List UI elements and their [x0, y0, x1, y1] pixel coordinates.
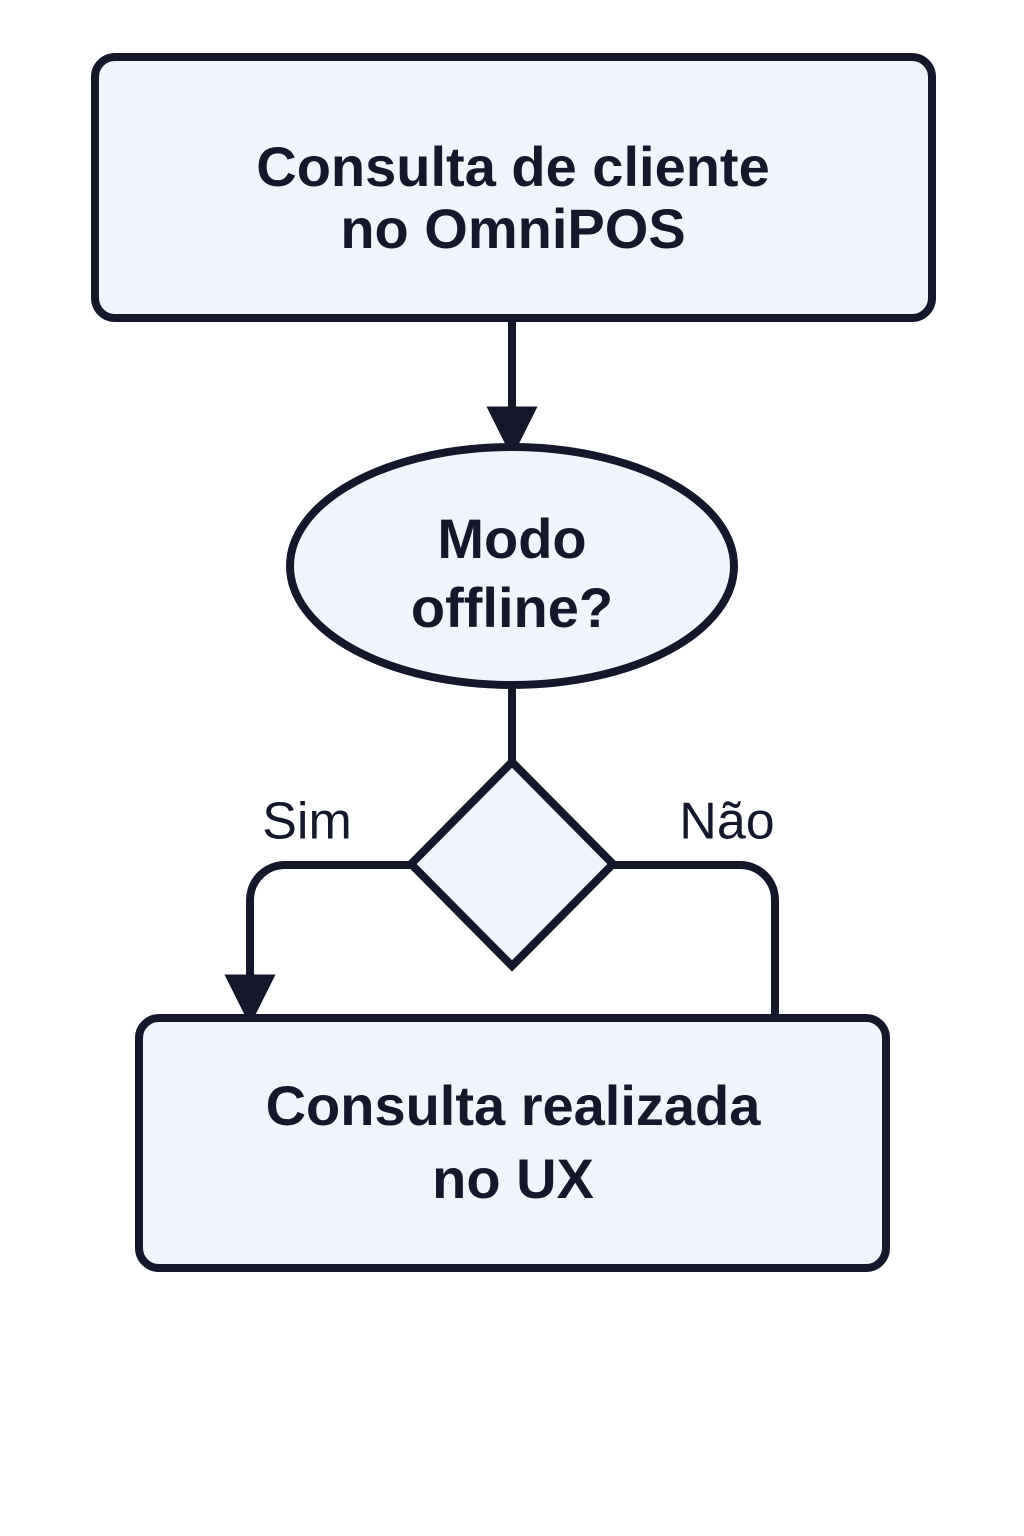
node-decision-question-line-1: Modo — [437, 507, 586, 570]
node-start-shape[interactable] — [91, 53, 936, 322]
node-start-line-1: Consulta de cliente — [256, 135, 769, 198]
edge-diamond-yes — [224, 861, 412, 1026]
edge-path-diamond-no — [612, 861, 779, 1022]
node-end[interactable]: Consulta realizada no UX — [135, 1014, 890, 1272]
node-start-line-2: no OmniPOS — [340, 197, 685, 260]
node-start[interactable]: Consulta de cliente no OmniPOS — [91, 53, 936, 322]
node-end-line-2: no UX — [432, 1147, 594, 1210]
edge-diamond-no — [612, 861, 779, 1022]
node-decision-question-line-2: offline? — [411, 576, 613, 639]
edge-path-diamond-yes — [224, 861, 412, 1026]
node-end-line-1: Consulta realizada — [266, 1074, 762, 1137]
node-decision-question-shape[interactable] — [286, 443, 738, 689]
node-decision-diamond[interactable] — [405, 756, 619, 972]
node-decision-question[interactable]: Modo offline? — [286, 443, 738, 689]
node-decision-diamond-shape[interactable] — [405, 756, 619, 972]
node-end-shape[interactable] — [135, 1014, 890, 1272]
edge-label-sim: Sim — [262, 793, 352, 851]
edge-label-nao: Não — [679, 793, 774, 851]
